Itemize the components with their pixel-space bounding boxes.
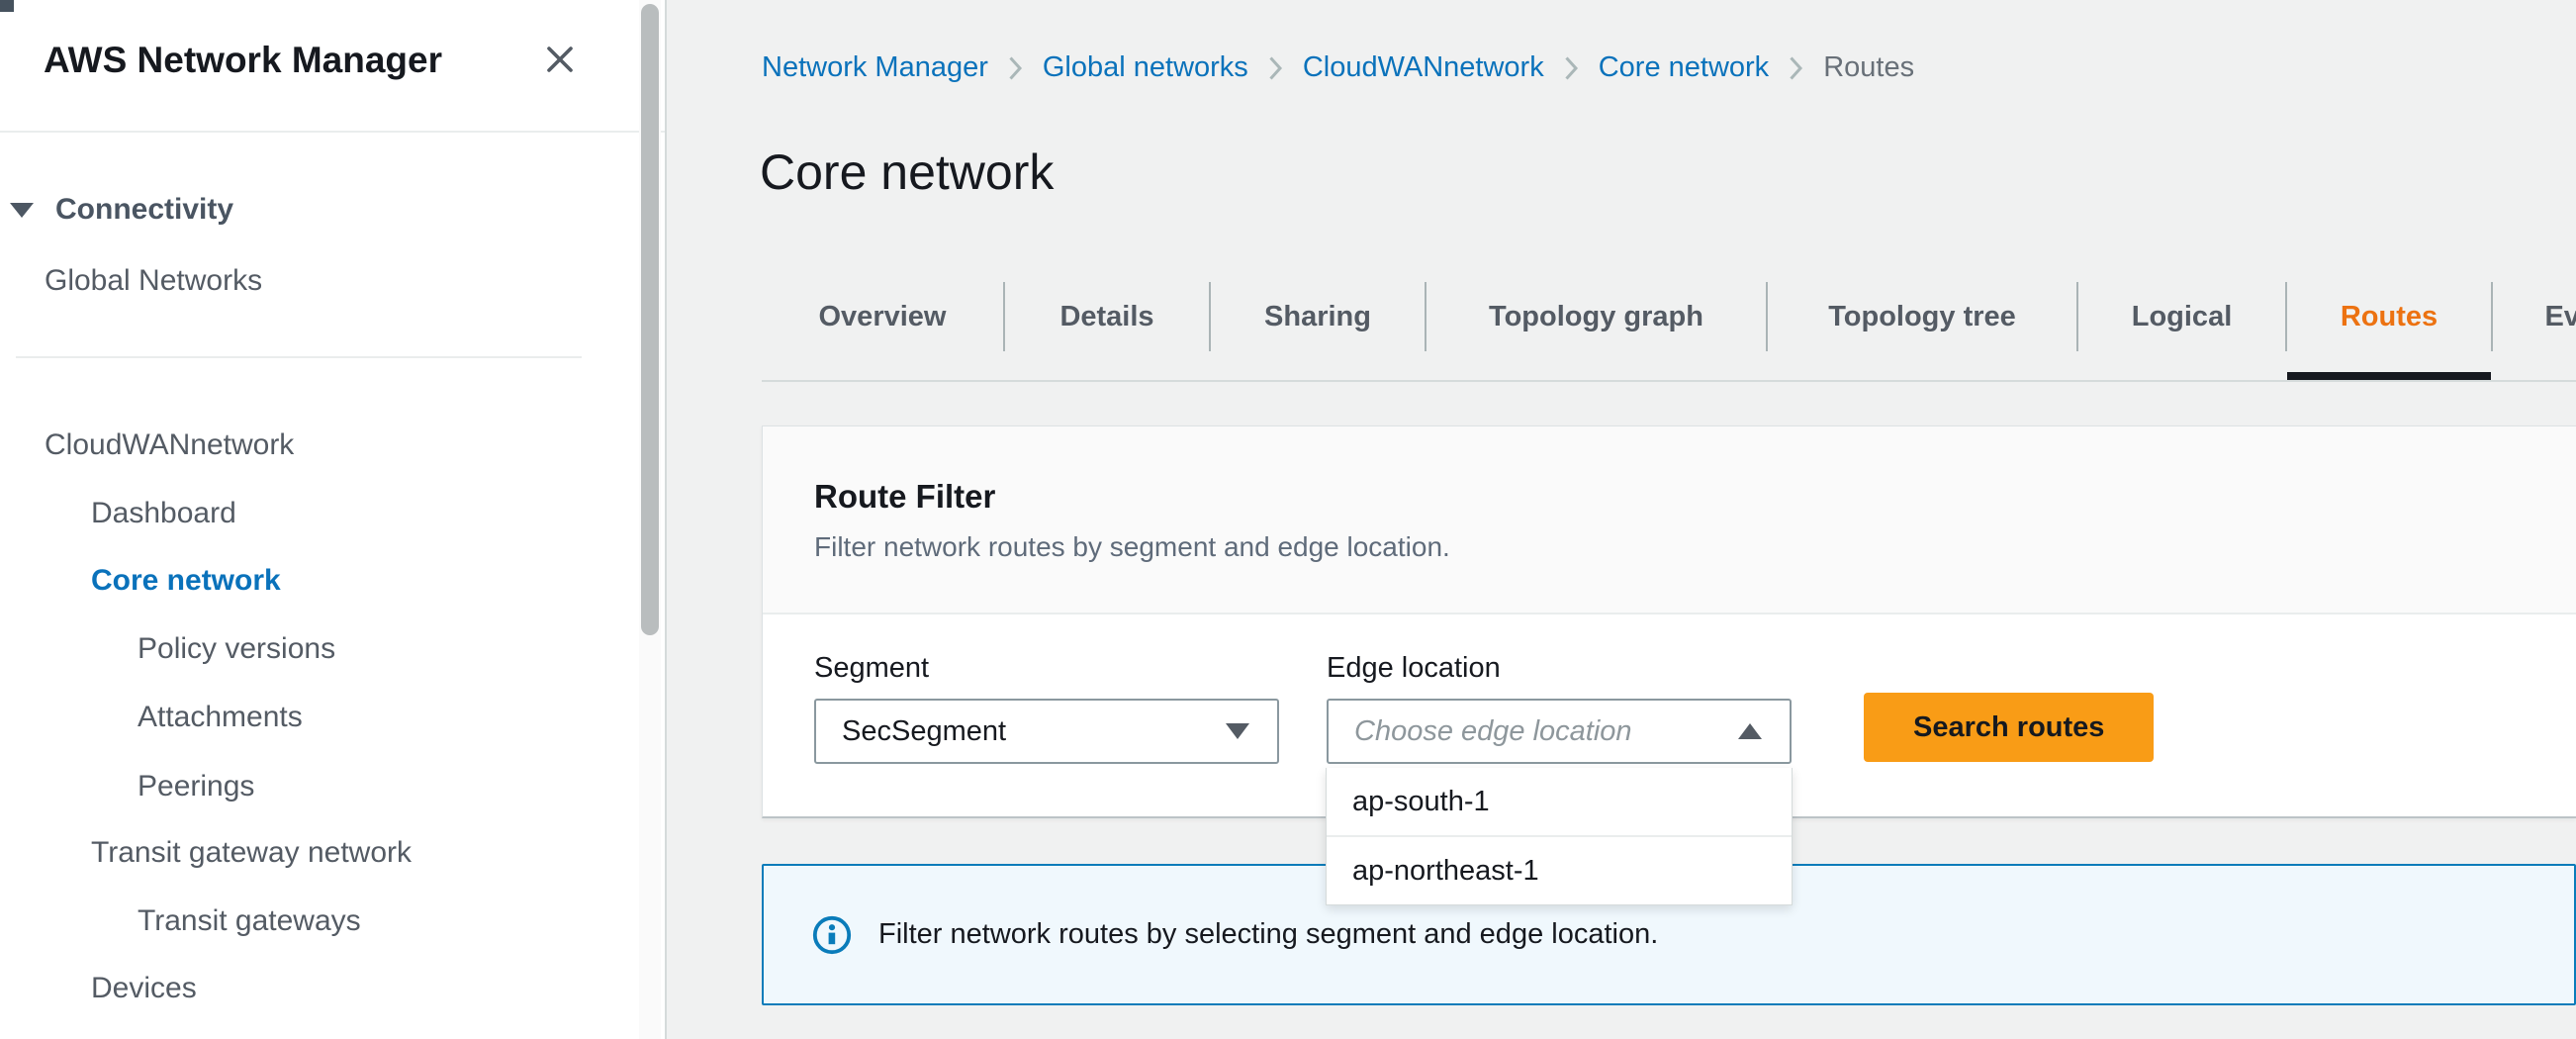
sidebar-item-global-networks[interactable]: Global Networks (45, 264, 263, 297)
main-content: Network Manager Global networks CloudWAN… (669, 0, 2576, 1039)
breadcrumb-core-network[interactable]: Core network (1598, 51, 1770, 83)
sidebar-scrollbar-track[interactable] (639, 0, 661, 1039)
sidebar-divider (16, 356, 582, 358)
sidebar-header-divider (0, 131, 665, 133)
tab-routes[interactable]: Routes (2287, 282, 2493, 380)
section-collapse-triangle-icon (10, 202, 34, 218)
sidebar-section-connectivity[interactable]: Connectivity (10, 190, 233, 230)
tab-topology-tree[interactable]: Topology tree (1768, 282, 2078, 351)
edge-location-select[interactable]: Choose edge location (1327, 699, 1792, 764)
sidebar-item-policy-versions[interactable]: Policy versions (138, 632, 336, 665)
edge-location-dropdown-menu: ap-south-1 ap-northeast-1 (1326, 768, 1793, 905)
segment-label: Segment (814, 652, 930, 684)
segment-select[interactable]: SecSegment (814, 699, 1279, 764)
sidebar-item-core-network[interactable]: Core network (91, 564, 281, 597)
sidebar-item-attachments[interactable]: Attachments (138, 701, 303, 733)
dropdown-option-ap-northeast-1[interactable]: ap-northeast-1 (1327, 835, 1792, 904)
tab-sharing[interactable]: Sharing (1211, 282, 1426, 351)
tab-topology-graph[interactable]: Topology graph (1426, 282, 1768, 351)
close-sidebar-button[interactable] (540, 40, 580, 79)
dropdown-option-ap-south-1[interactable]: ap-south-1 (1352, 785, 1490, 817)
segment-select-value: SecSegment (842, 714, 1007, 747)
corner-notch (0, 0, 14, 12)
page-title: Core network (760, 144, 1055, 200)
sidebar-item-dashboard[interactable]: Dashboard (91, 497, 236, 529)
sidebar-section-label: Connectivity (55, 193, 234, 226)
sidebar-item-peerings[interactable]: Peerings (138, 770, 255, 803)
chevron-right-icon (1008, 55, 1023, 81)
caret-up-icon (1738, 723, 1762, 739)
sidebar-item-cloudwannetwork[interactable]: CloudWANnetwork (45, 428, 295, 461)
sidebar: AWS Network Manager Connectivity Global … (0, 0, 667, 1039)
route-filter-header: Route Filter Filter network routes by se… (763, 426, 2576, 614)
close-icon (540, 47, 580, 82)
tab-overview[interactable]: Overview (762, 282, 1005, 351)
tab-bar: Overview Details Sharing Topology graph … (762, 282, 2576, 382)
route-filter-panel: Route Filter Filter network routes by se… (762, 425, 2576, 818)
breadcrumb-global-networks[interactable]: Global networks (1042, 51, 1248, 83)
route-filter-description: Filter network routes by segment and edg… (814, 531, 1450, 562)
tab-events[interactable]: Events (2544, 300, 2576, 332)
sidebar-title: AWS Network Manager (44, 40, 442, 80)
segment-field: Segment SecSegment (814, 652, 1279, 764)
edge-location-placeholder: Choose edge location (1354, 714, 1632, 747)
tab-logical[interactable]: Logical (2078, 282, 2287, 351)
route-filter-title: Route Filter (814, 478, 996, 515)
chevron-right-icon (1564, 55, 1579, 81)
caret-down-icon (1226, 723, 1249, 739)
search-routes-button[interactable]: Search routes (1864, 693, 2155, 762)
edge-location-field: Edge location Choose edge location (1327, 652, 1792, 764)
sidebar-item-transit-gateways[interactable]: Transit gateways (138, 904, 361, 937)
breadcrumb: Network Manager Global networks CloudWAN… (762, 51, 1914, 84)
route-filter-form: Segment SecSegment Edge location Choose … (763, 614, 2576, 764)
sidebar-item-transit-gateway-network[interactable]: Transit gateway network (91, 836, 413, 869)
edge-location-label: Edge location (1327, 652, 1501, 684)
breadcrumb-cloudwannetwork[interactable]: CloudWANnetwork (1302, 51, 1544, 83)
tab-details[interactable]: Details (1005, 282, 1211, 351)
sidebar-scrollbar-thumb[interactable] (641, 4, 659, 635)
info-icon (811, 914, 853, 956)
breadcrumb-network-manager[interactable]: Network Manager (762, 51, 988, 83)
info-alert-text: Filter network routes by selecting segme… (878, 918, 1659, 950)
chevron-right-icon (1789, 55, 1803, 81)
breadcrumb-routes: Routes (1823, 51, 1915, 83)
sidebar-item-devices[interactable]: Devices (91, 972, 197, 1004)
chevron-right-icon (1268, 55, 1283, 81)
